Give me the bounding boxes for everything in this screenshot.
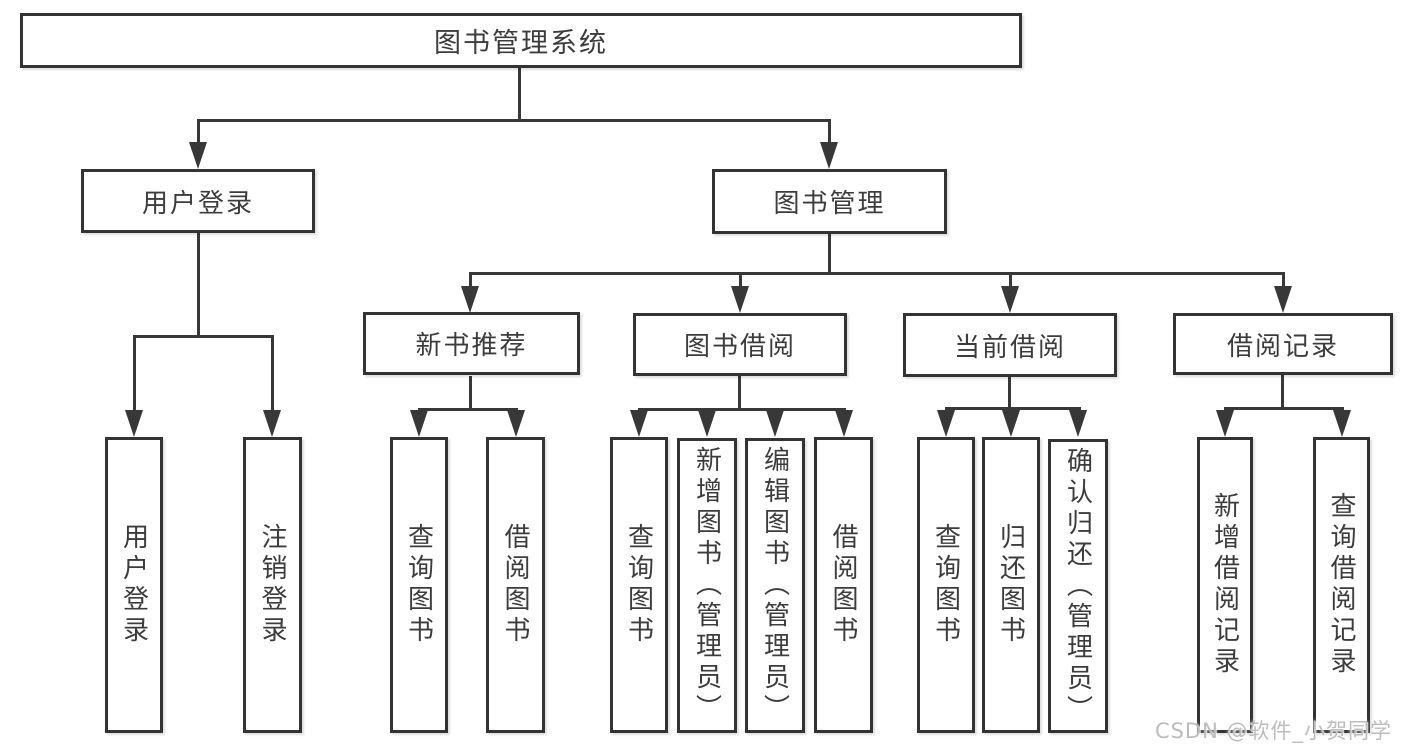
connector-userlogin-drop [197, 233, 200, 335]
connector-stem-level3 [469, 272, 472, 288]
arrow-down-icon [263, 410, 281, 437]
node-library-system-root: 图书管理系统 [20, 13, 1022, 68]
arrow-down-icon [1216, 410, 1234, 437]
leaf-query-borrow-record: 查询借阅记录 [1313, 437, 1370, 733]
node-book-borrow: 图书借阅 [633, 313, 847, 376]
csdn-watermark: CSDN @软件_小贺同学 [1154, 719, 1392, 743]
connector-stem-leaf [271, 335, 274, 412]
connector-recommend-bar [418, 408, 518, 411]
arrow-down-icon [1001, 286, 1019, 313]
connector-stem-level3 [1282, 272, 1285, 288]
connector-userlogin-bar [133, 335, 274, 338]
node-book-management: 图书管理 [712, 169, 947, 234]
leaf-query-books-borrow: 查询图书 [610, 437, 668, 733]
connector-root-drop [518, 68, 521, 119]
arrow-down-icon [1002, 410, 1020, 437]
leaf-add-books-admin: 新增图书（管理员） [677, 438, 737, 733]
leaf-borrow-books-recommend: 借阅图书 [486, 437, 545, 733]
arrow-down-icon [731, 286, 749, 313]
arrow-down-icon [189, 142, 207, 169]
leaf-query-books-recommend: 查询图书 [390, 437, 448, 733]
connector-currentborrow-drop [1008, 377, 1011, 407]
leaf-query-books-current: 查询图书 [917, 437, 975, 733]
connector-bookborrow-drop [738, 376, 741, 408]
connector-recommend-drop [469, 376, 472, 408]
leaf-edit-books-admin: 编辑图书（管理员） [745, 438, 805, 733]
connector-currentborrow-bar [945, 407, 1081, 410]
arrow-down-icon [125, 410, 143, 437]
connector-bookmgmt-bar [469, 272, 1285, 275]
arrow-down-icon [1274, 286, 1292, 313]
node-user-login: 用户登录 [81, 169, 315, 233]
leaf-add-borrow-record: 新增借阅记录 [1197, 437, 1253, 733]
leaf-logout-login: 注销登录 [243, 437, 302, 733]
node-new-book-recommend: 新书推荐 [363, 312, 580, 375]
arrow-down-icon [1069, 410, 1087, 437]
arrow-down-icon [507, 410, 525, 437]
arrow-down-icon [835, 410, 853, 437]
node-borrow-records: 借阅记录 [1173, 313, 1393, 375]
connector-stem-leaf [133, 335, 136, 412]
connector-stem-level3 [1009, 272, 1012, 288]
leaf-borrow-books: 借阅图书 [814, 437, 873, 733]
node-current-borrow: 当前借阅 [903, 313, 1117, 377]
connector-bookmgmt-drop [828, 234, 831, 272]
connector-stem-user-login [197, 119, 200, 144]
arrow-down-icon [410, 410, 428, 437]
connector-records-bar [1224, 407, 1344, 410]
arrow-down-icon [937, 410, 955, 437]
arrow-down-icon [698, 410, 716, 437]
connector-records-drop [1281, 375, 1284, 407]
leaf-confirm-return-admin: 确认归还（管理员） [1048, 439, 1108, 733]
connector-stem-level3 [739, 272, 742, 288]
arrow-down-icon [766, 410, 784, 437]
connector-stem-book-management [828, 119, 831, 144]
connector-root-bar [197, 119, 831, 122]
arrow-down-icon [630, 410, 648, 437]
arrow-down-icon [820, 142, 838, 169]
arrow-down-icon [461, 286, 479, 313]
arrow-down-icon [1333, 410, 1351, 437]
leaf-return-books: 归还图书 [982, 437, 1040, 733]
connector-bookborrow-bar [638, 408, 846, 411]
leaf-user-login: 用户登录 [105, 437, 163, 733]
